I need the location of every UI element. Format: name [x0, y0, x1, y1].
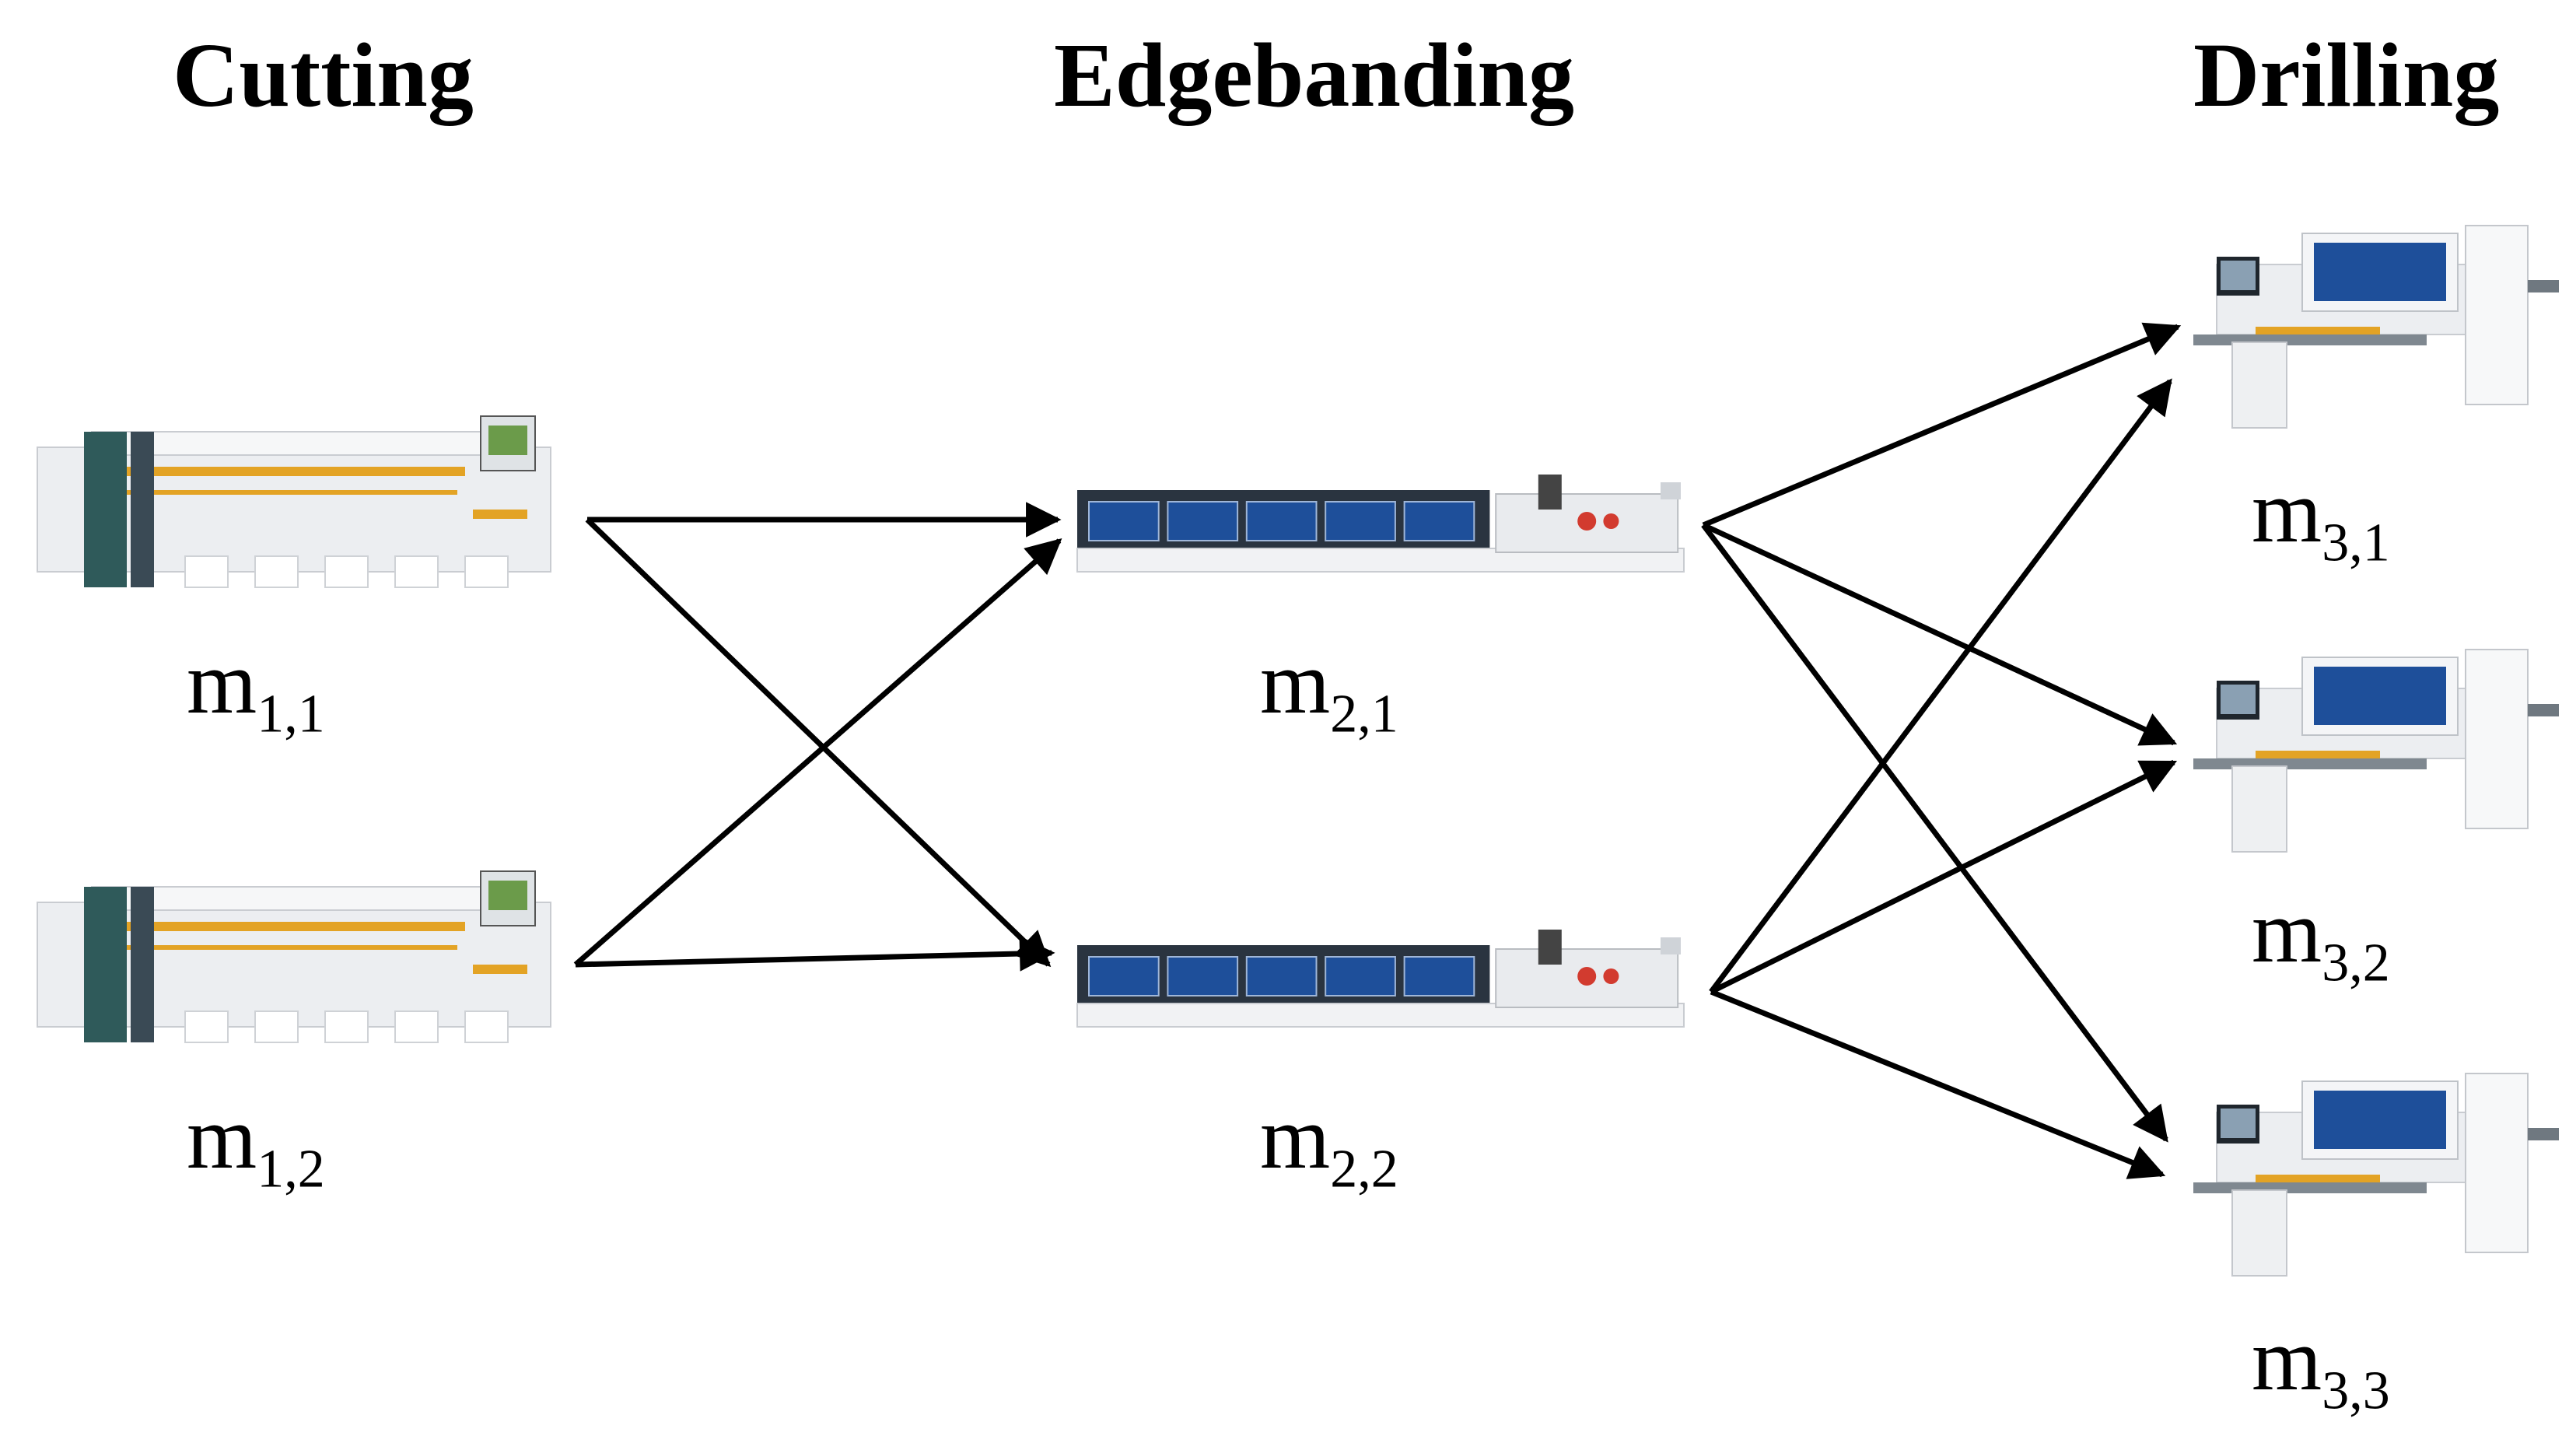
machine-label-base: m: [2252, 462, 2322, 562]
machine-label-base: m: [1260, 1088, 1331, 1188]
stage-title-drilling: Drilling: [2193, 24, 2500, 126]
stage-title-edgebanding: Edgebanding: [1054, 24, 1574, 126]
machine-label-1-1: m1,1: [187, 638, 325, 742]
arrow-1-2-to-2-2: [575, 936, 1055, 972]
arrow-1-2-to-2-1: [573, 538, 1062, 967]
arrow-2-2-to-3-3: [1710, 989, 2166, 1179]
machine-label-base: m: [187, 1088, 257, 1188]
machine-label-base: m: [1260, 633, 1331, 733]
arrow-1-1-to-2-2: [585, 517, 1052, 968]
arrows-layer: [573, 322, 2182, 1179]
arrow-2-1-to-3-3: [1701, 523, 2168, 1143]
machine-label-subscript: 1,1: [257, 684, 325, 744]
machine-label-subscript: 3,2: [2322, 933, 2390, 993]
machine-label-3-2: m3,2: [2252, 887, 2390, 991]
machine-label-base: m: [187, 633, 257, 733]
arrow-2-1-to-3-2: [1702, 522, 2178, 746]
machine-label-base: m: [2252, 882, 2322, 982]
machine-label-subscript: 3,1: [2322, 513, 2390, 573]
arrow-2-2-to-3-2: [1710, 759, 2178, 995]
machine-icon-3-1: [2193, 225, 2559, 429]
stage-title-cutting: Cutting: [173, 24, 474, 126]
machine-label-subscript: 1,2: [257, 1139, 325, 1200]
machine-icon-1-2: [37, 870, 551, 1043]
machine-icon-3-2: [2193, 649, 2559, 853]
arrow-2-2-to-3-1: [1709, 378, 2172, 994]
machine-label-subscript: 2,2: [1330, 1139, 1398, 1200]
machine-label-base: m: [2252, 1310, 2322, 1410]
machine-label-1-2: m1,2: [187, 1093, 325, 1197]
machine-icon-3-3: [2193, 1073, 2559, 1277]
machine-icon-2-2: [1076, 930, 1685, 1028]
machines-layer: [37, 225, 2559, 1277]
machine-label-subscript: 3,3: [2322, 1361, 2390, 1421]
machine-label-3-3: m3,3: [2252, 1315, 2390, 1419]
machine-label-2-2: m2,2: [1260, 1093, 1398, 1197]
machine-label-subscript: 2,1: [1330, 684, 1398, 744]
machine-label-2-1: m2,1: [1260, 638, 1398, 742]
arrow-2-1-to-3-1: [1702, 322, 2182, 528]
machine-label-3-1: m3,1: [2252, 467, 2390, 571]
machine-icon-2-1: [1076, 475, 1685, 573]
machine-icon-1-1: [37, 415, 551, 588]
